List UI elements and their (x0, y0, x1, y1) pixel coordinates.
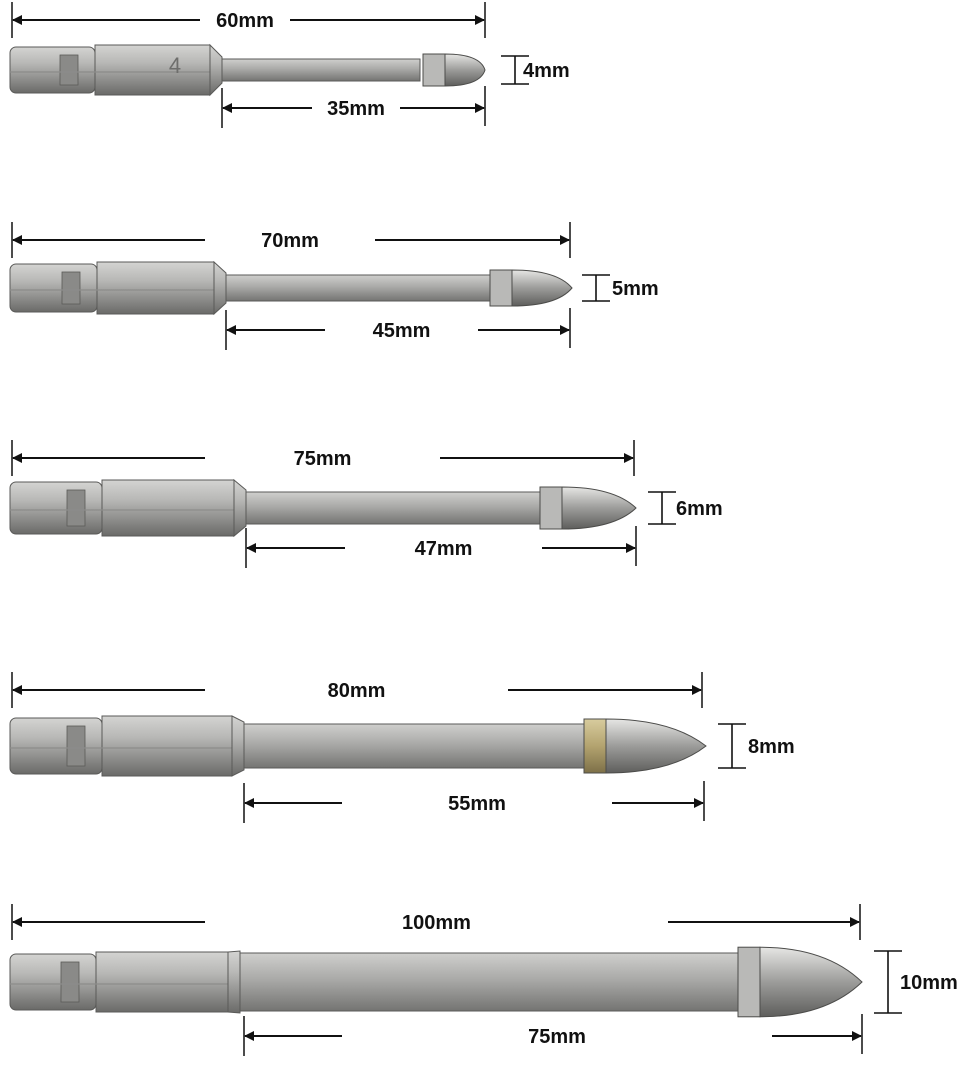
total-length-dimension: 70mm (11, 222, 571, 258)
diameter-dimension: 4mm (501, 55, 570, 85)
shank-length-label: 55mm (448, 793, 506, 815)
hex-shank-end (9, 263, 98, 313)
shank-taper (227, 950, 241, 1014)
drill-bit-body (9, 478, 637, 538)
drill-bit-body (9, 715, 707, 777)
bit-4mm: 4 60mm 35mm 4mm (9, 2, 570, 128)
diameter-dimension: 10mm (874, 950, 958, 1014)
total-length-dimension: 60mm (11, 2, 486, 38)
drill-shank-rod (221, 58, 421, 82)
shank-length-label: 35mm (327, 98, 385, 120)
diameter-dimension: 6mm (648, 491, 723, 525)
drill-bit-body (9, 946, 863, 1018)
hex-shank (95, 951, 229, 1013)
drill-shank-rod (243, 723, 585, 769)
hex-shank (101, 715, 233, 777)
shank-length-dimension: 47mm (245, 526, 637, 568)
total-length-label: 75mm (294, 448, 352, 470)
diameter-label: 8mm (748, 736, 795, 758)
drill-bit-body (9, 260, 573, 316)
shank-length-label: 45mm (373, 320, 431, 342)
shank-length-dimension: 55mm (243, 781, 705, 823)
carbide-spear-tip (511, 269, 573, 307)
bit-5mm: 70mm 45mm 5mm (9, 222, 659, 350)
carbide-collar (422, 53, 446, 87)
carbide-collar (489, 269, 513, 307)
hex-shank (96, 261, 215, 315)
shank-length-dimension: 35mm (221, 86, 486, 128)
hex-groove (59, 54, 79, 86)
hex-shank-end (9, 46, 96, 94)
diameter-label: 5mm (612, 278, 659, 300)
hex-shank-end (9, 717, 103, 775)
hex-shank-end (9, 481, 103, 535)
carbide-collar (737, 946, 761, 1018)
hex-groove (61, 271, 81, 305)
hex-shank (101, 479, 235, 537)
diameter-label: 6mm (676, 498, 723, 520)
hex-shank (94, 44, 211, 96)
diameter-label: 10mm (900, 972, 958, 994)
total-length-label: 70mm (261, 230, 319, 252)
hex-shank-end (9, 953, 97, 1011)
carbide-spear-tip (605, 718, 707, 774)
carbide-spear-tip (561, 486, 637, 530)
diameter-dimension: 8mm (718, 723, 795, 769)
drill-shank-rod (225, 274, 491, 302)
carbide-spear-tip (444, 53, 486, 87)
shank-length-label: 75mm (528, 1026, 586, 1048)
shank-length-dimension: 75mm (243, 1014, 863, 1056)
bit-6mm: 75mm 47mm 6mm (9, 440, 723, 568)
diameter-label: 4mm (523, 60, 570, 82)
carbide-spear-tip (759, 946, 863, 1018)
total-length-label: 80mm (328, 680, 386, 702)
total-length-label: 100mm (402, 912, 471, 934)
total-length-dimension: 100mm (11, 904, 861, 940)
total-length-label: 60mm (216, 10, 274, 32)
total-length-dimension: 75mm (11, 440, 635, 476)
bit-10mm: 100mm 75mm 10mm (9, 904, 958, 1056)
shank-taper (233, 478, 247, 538)
shank-length-dimension: 45mm (225, 308, 571, 350)
hex-groove (66, 725, 86, 767)
bit-8mm: 80mm 55mm 8mm (9, 672, 795, 823)
drill-bit-body: 4 (9, 43, 486, 97)
etched-size-mark: 4 (169, 53, 181, 78)
carbide-collar (583, 718, 607, 774)
shank-taper (209, 43, 223, 97)
hex-groove (66, 489, 86, 527)
shank-length-label: 47mm (415, 538, 473, 560)
hex-groove (60, 961, 80, 1003)
shank-taper (231, 715, 245, 777)
drill-shank-rod (245, 491, 541, 525)
diameter-dimension: 5mm (582, 274, 659, 302)
carbide-collar (539, 486, 563, 530)
shank-taper (213, 260, 227, 316)
drill-shank-rod (239, 952, 741, 1012)
total-length-dimension: 80mm (11, 672, 703, 708)
